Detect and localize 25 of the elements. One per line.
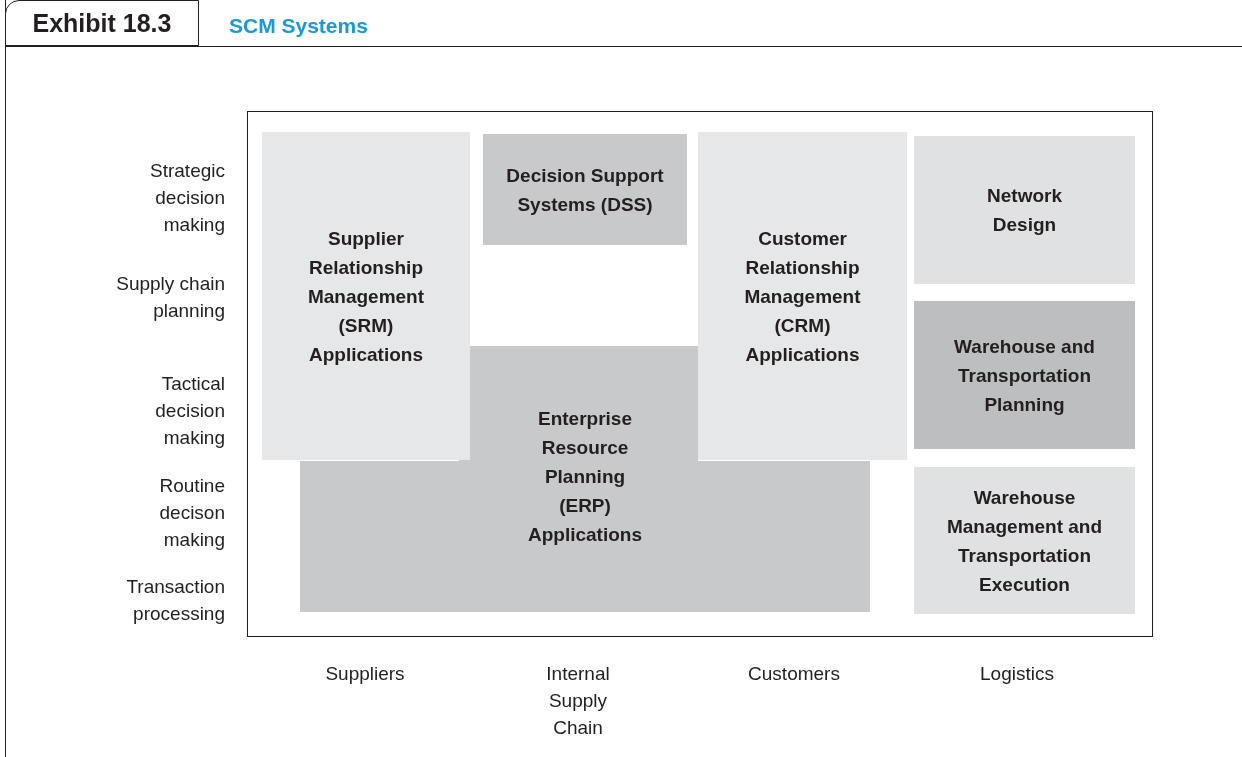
- system-box: [914, 301, 1135, 449]
- column-label: Internal Supply Chain: [545, 662, 611, 740]
- column-label: Customers: [748, 662, 840, 686]
- box-label: Warehouse and Transportation Planning: [953, 334, 1096, 417]
- box-label: Decision Support Systems (DSS): [505, 163, 665, 217]
- column-label: Suppliers: [325, 662, 405, 686]
- box-label: Enterprise Resource Planning (ERP) Applications: [527, 407, 643, 547]
- box-label: Customer Relationship Management (CRM) Applications: [743, 226, 862, 367]
- system-box: [698, 132, 907, 460]
- system-box: [914, 136, 1135, 284]
- column-label: Logistics: [980, 662, 1054, 686]
- row-label: Routine decison making: [158, 474, 225, 552]
- row-label: Supply chain planning: [115, 272, 225, 323]
- box-label: Network Design: [986, 184, 1063, 237]
- system-box: [483, 134, 687, 245]
- system-box: [262, 132, 470, 460]
- exhibit-title: SCM Systems: [229, 14, 368, 38]
- row-label: Tactical decision making: [154, 372, 225, 450]
- exhibit-number: Exhibit 18.3: [5, 0, 199, 46]
- diagram-frame: [247, 111, 1153, 637]
- system-box: [914, 467, 1135, 614]
- box-label: Supplier Relationship Management (SRM) Applications: [306, 226, 426, 367]
- row-label: Strategic decision making: [149, 159, 225, 237]
- box-label: Warehouse Management and Transportation Execution: [945, 485, 1104, 597]
- row-label: Transaction processing: [125, 575, 225, 626]
